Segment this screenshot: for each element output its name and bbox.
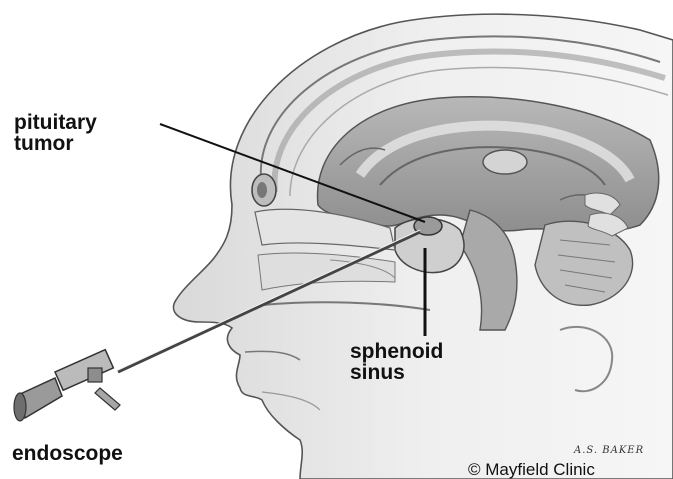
- sphenoid-label-line1: sphenoid: [350, 341, 443, 362]
- sphenoid-sinus-label: sphenoid sinus: [350, 341, 443, 383]
- pituitary-label-line2: tumor: [14, 133, 97, 154]
- endoscope-label: endoscope: [12, 443, 123, 464]
- pituitary-tumor-label: pituitary tumor: [14, 112, 97, 154]
- endoscope-handle: [14, 350, 120, 421]
- artist-signature: A.S. BAKER: [574, 445, 644, 456]
- copyright-credit: © Mayfield Clinic: [468, 460, 595, 479]
- sphenoid-label-line2: sinus: [350, 362, 443, 383]
- pituitary-label-line1: pituitary: [14, 112, 97, 133]
